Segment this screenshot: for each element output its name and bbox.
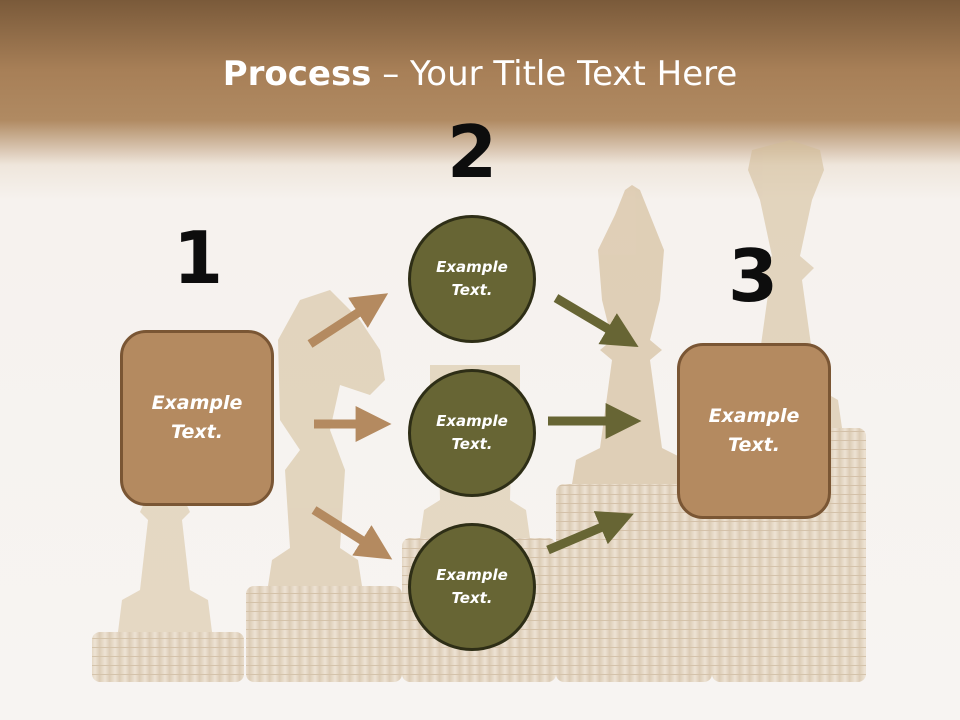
- arrow-bottom-to-right: [546, 511, 634, 555]
- title-bold: Process: [222, 54, 372, 94]
- arrow-left-to-top: [307, 293, 389, 348]
- step-number-3: 3: [727, 234, 779, 318]
- arrow-top-to-right: [553, 294, 639, 348]
- circle-bottom-line2: Text.: [451, 589, 493, 607]
- slide-title: Process – Your Title Text Here: [0, 52, 960, 96]
- title-rest: – Your Title Text Here: [371, 54, 738, 94]
- circle-middle-line1: Example: [436, 412, 508, 430]
- right-text-box[interactable]: Example Text.: [677, 343, 831, 519]
- right-box-line2: Text.: [728, 434, 780, 456]
- circle-top-line2: Text.: [451, 281, 493, 299]
- circle-middle-line2: Text.: [451, 435, 493, 453]
- circle-top-line1: Example: [436, 258, 508, 276]
- left-box-line2: Text.: [171, 421, 223, 443]
- step-number-1: 1: [172, 216, 224, 300]
- step-number-2: 2: [446, 110, 498, 194]
- circle-bottom-line1: Example: [436, 566, 508, 584]
- right-box-line1: Example: [708, 405, 800, 427]
- left-text-box[interactable]: Example Text.: [120, 330, 274, 506]
- left-box-line1: Example: [151, 392, 243, 414]
- circle-top[interactable]: Example Text.: [408, 215, 536, 343]
- arrow-left-to-bottom: [311, 506, 393, 560]
- circle-bottom[interactable]: Example Text.: [408, 523, 536, 651]
- circle-middle[interactable]: Example Text.: [408, 369, 536, 497]
